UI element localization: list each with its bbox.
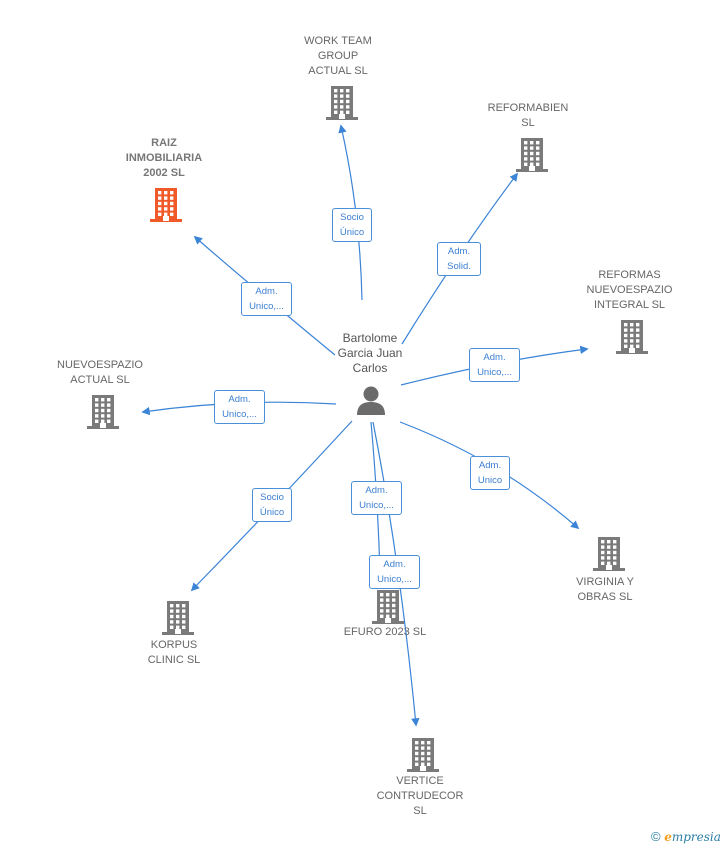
company-name-reformas-nuevoespazio[interactable]: REFORMAS NUEVOESPAZIO INTEGRAL SL [586, 269, 673, 311]
relation-label-korpus-clinic[interactable]: Socio Único [252, 488, 292, 522]
company-name-raiz-inmobiliaria[interactable]: RAIZ INMOBILIARIA 2002 SL [125, 137, 203, 179]
company-name-nuevoespazio-actual[interactable]: NUEVOESPAZIO ACTUAL SL [57, 359, 143, 386]
company-name-reformabien[interactable]: REFORMABIEN SL [487, 102, 569, 129]
building-icon[interactable] [371, 589, 405, 625]
company-name-vertice-contrudecor[interactable]: VERTICE CONTRUDECOR SL [376, 775, 464, 817]
footer-brand[interactable]: © empresia [651, 829, 721, 844]
building-icon[interactable] [325, 85, 359, 121]
relation-label-nuevoespazio-actual[interactable]: Adm. Unico,... [214, 390, 265, 424]
building-icon[interactable] [615, 319, 649, 355]
building-icon[interactable] [86, 394, 120, 430]
relation-label-efuro-2023[interactable]: Adm. Unico,... [351, 481, 402, 515]
company-name-efuro-2023[interactable]: EFURO 2023 SL [343, 626, 427, 638]
relation-label-vertice-contrudecor[interactable]: Adm. Unico,... [369, 555, 420, 589]
copyright-symbol: © [651, 829, 661, 844]
company-name-work-team-group[interactable]: WORK TEAM GROUP ACTUAL SL [304, 35, 372, 77]
relation-label-work-team-group[interactable]: Socio Único [332, 208, 372, 242]
building-icon[interactable] [406, 737, 440, 773]
building-icon[interactable] [592, 536, 626, 572]
building-icon[interactable] [161, 600, 195, 636]
relation-label-virginia-y-obras[interactable]: Adm. Unico [470, 456, 510, 490]
building-icon[interactable] [515, 137, 549, 173]
building-icon[interactable] [149, 187, 183, 223]
relation-label-reformas-nuevoespazio[interactable]: Adm. Unico,... [469, 348, 520, 382]
company-name-virginia-y-obras[interactable]: VIRGINIA Y OBRAS SL [576, 576, 634, 603]
relation-label-raiz-inmobiliaria[interactable]: Adm. Unico,... [241, 282, 292, 316]
person-icon[interactable] [355, 385, 387, 415]
company-name-korpus-clinic[interactable]: KORPUS CLINIC SL [147, 639, 201, 666]
relation-label-reformabien[interactable]: Adm. Solid. [437, 242, 481, 276]
center-person-name[interactable]: Bartolome Garcia Juan Carlos [337, 331, 403, 375]
brand-logo: empresia [664, 830, 721, 844]
